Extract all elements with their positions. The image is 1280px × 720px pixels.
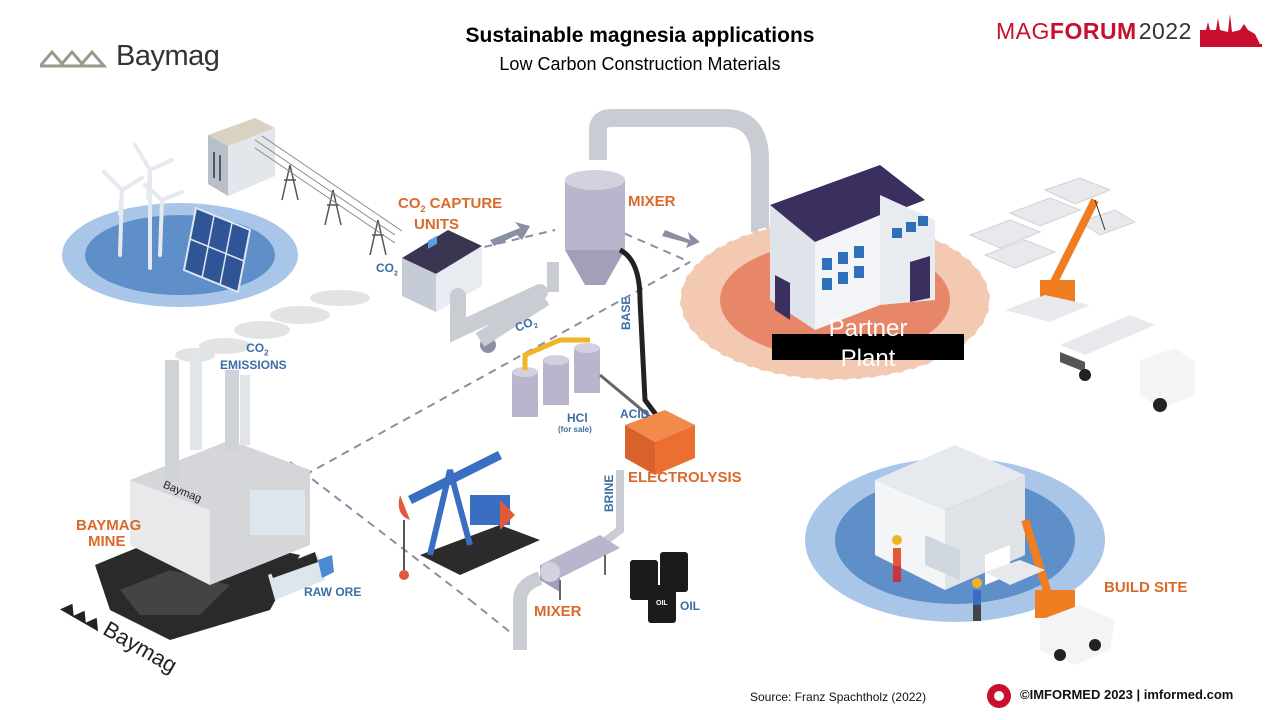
electrolysis-unit-icon [625,410,695,475]
co2-capture-label: CO2 CAPTURE UNITS [398,195,503,233]
copyright-notice: ©IMFORMED 2023 | imformed.com [1020,687,1234,702]
baymag-mine-icon [95,350,310,640]
source-citation: Source: Franz Spachtholz (2022) [750,690,927,704]
power-station-icon [208,118,275,196]
baymag-logo-text: Baymag [116,39,220,72]
oil-drum-icon [630,552,688,623]
flatbed-truck-icon [1060,315,1195,412]
electrolysis-label: ELECTROLYSIS [628,469,742,486]
smoke-icon [175,290,370,362]
mixer-top-icon [547,109,769,330]
ore-truck-icon [268,552,334,600]
imformed-logo-icon [987,684,1011,708]
crane-icon [1005,198,1106,322]
co2-emissions-label: CO2 EMISSIONS [220,341,287,373]
magforum-year: 2022 [1138,18,1192,44]
flow-arrow-icon [490,222,700,248]
worker-icon [892,535,982,621]
mixer-top-label: MIXER [628,193,676,210]
co2-pipe [450,284,548,343]
raw-ore-label: RAW ORE [304,585,362,599]
baymag-logo-icon [40,49,108,68]
oil-pump-jack-icon [398,450,540,580]
hcl-tanks-icon [512,337,661,427]
partner-plant-icon [770,165,935,330]
acid-label: ACID [620,407,650,421]
build-site-label: BUILD SITE [1104,579,1188,596]
baymag-logo: Baymag [40,36,220,76]
page-subtitle: Low Carbon Construction Materials [499,54,781,74]
brine-label: BRINE [602,474,616,512]
base-pipe [618,247,662,422]
power-pylon-icon [254,135,403,256]
wind-turbine-icon [102,143,184,270]
base-label: BASE [619,296,633,330]
baymag-logo-lower: Baymag [57,592,181,679]
hcl-label: HCl [567,411,588,425]
house-icon [875,445,1025,590]
panel-stack-icon [968,177,1137,269]
skyline-icon [1200,14,1262,47]
magforum-mag: MAG [996,18,1050,44]
magforum-logo: MAG FORUM 2022 [996,18,1192,45]
mixer-bottom-icon [513,535,620,650]
co2-capture-unit-icon [402,230,482,312]
magforum-forum: FORUM [1049,18,1137,44]
co2-small-label: CO2 [376,261,398,278]
hcl-note-label: (for sale) [558,425,592,434]
oil-drum-label: OIL [656,600,668,607]
page-title: Sustainable magnesia applications [465,24,815,47]
solar-panel-icon [182,206,252,294]
renewable-energy-pad [62,203,298,307]
partner-plant-redaction [772,334,964,360]
oil-label: OIL [680,599,700,613]
build-crane-icon [985,518,1115,665]
mixer-bottom-label: MIXER [534,603,582,620]
baymag-logo-lower-icon [60,603,99,632]
